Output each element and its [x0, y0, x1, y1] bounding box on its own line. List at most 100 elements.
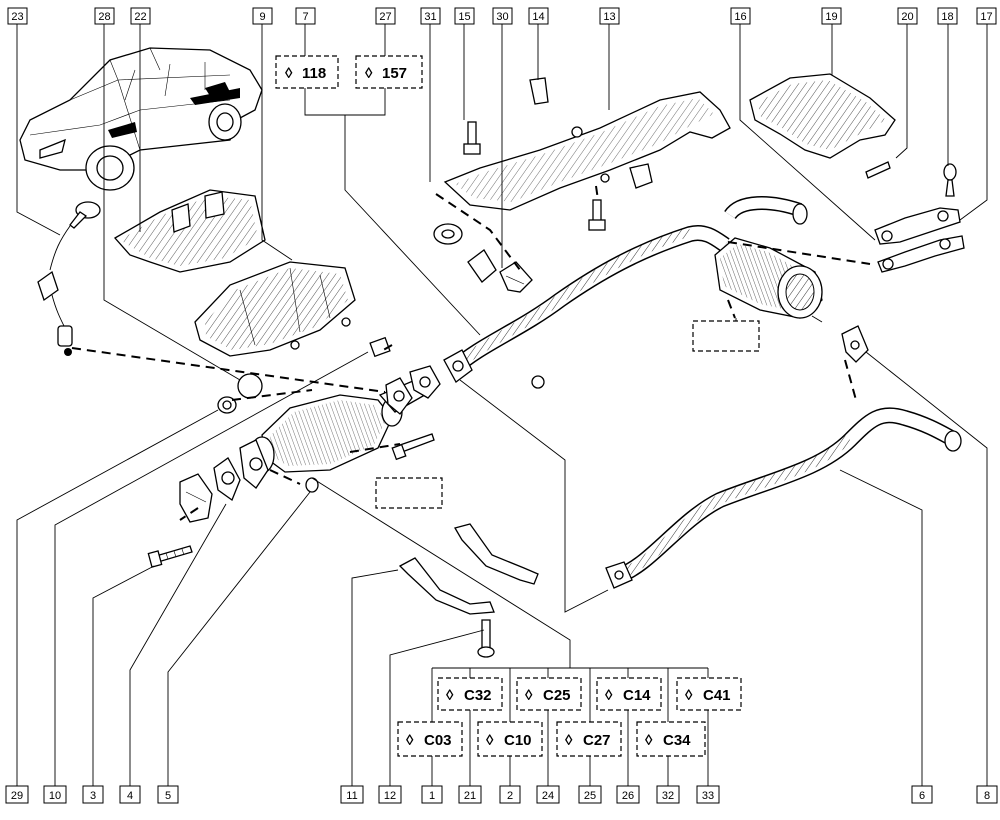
heat-shield-front	[113, 189, 266, 273]
svg-text:C25: C25	[543, 687, 571, 704]
svg-text:3: 3	[90, 790, 96, 802]
leader-lines	[16, 20, 988, 788]
pipe-clips	[433, 223, 533, 293]
svg-text:24: 24	[542, 790, 554, 802]
svg-text:28: 28	[98, 11, 110, 23]
svg-text:9: 9	[259, 11, 265, 23]
svg-text:◊: ◊	[645, 732, 653, 749]
svg-text:5: 5	[165, 790, 171, 802]
callout-14: 14	[528, 7, 549, 25]
code-box-c34: ◊ C34	[636, 721, 706, 757]
code-box-c41: ◊ C41	[676, 677, 742, 711]
shield-bolts	[463, 121, 606, 231]
svg-text:C10: C10	[504, 732, 532, 749]
fasteners	[217, 336, 435, 493]
svg-text:17: 17	[980, 11, 992, 23]
intermediate-pipe	[443, 225, 730, 389]
callout-6: 6	[911, 785, 933, 804]
callout-28: 28	[94, 7, 115, 25]
callout-13: 13	[599, 7, 620, 25]
svg-text:19: 19	[825, 11, 837, 23]
svg-text:◊: ◊	[565, 732, 573, 749]
callout-12: 12	[378, 785, 402, 804]
svg-text:8: 8	[984, 790, 990, 802]
callout-33: 33	[696, 785, 720, 804]
car-illustration	[19, 47, 263, 191]
svg-text:◊: ◊	[285, 65, 293, 82]
svg-text:32: 32	[662, 790, 674, 802]
svg-text:C32: C32	[464, 687, 492, 704]
svg-text:27: 27	[379, 11, 391, 23]
svg-text:21: 21	[464, 790, 476, 802]
oxygen-sensor	[37, 201, 101, 356]
svg-text:13: 13	[603, 11, 615, 23]
svg-text:C34: C34	[663, 732, 691, 749]
callout-10: 10	[43, 785, 67, 804]
svg-text:C27: C27	[583, 732, 611, 749]
shield-fasteners	[865, 161, 957, 197]
svg-text:◊: ◊	[605, 687, 613, 704]
callout-5: 5	[157, 785, 179, 804]
svg-text:4: 4	[127, 790, 133, 802]
callout-1: 1	[421, 785, 443, 804]
assembly-lines	[71, 185, 871, 521]
svg-text:12: 12	[384, 790, 396, 802]
svg-text:◊: ◊	[486, 732, 494, 749]
variant-box-empty-1	[375, 477, 443, 509]
clamp-bracket	[179, 473, 213, 523]
callout-21: 21	[458, 785, 482, 804]
hanger-brackets	[398, 523, 539, 658]
svg-text:22: 22	[134, 11, 146, 23]
svg-text:1: 1	[429, 790, 435, 802]
callout-7: 7	[295, 7, 316, 25]
callout-26: 26	[616, 785, 640, 804]
callout-17: 17	[976, 7, 997, 25]
callout-16: 16	[730, 7, 751, 25]
bolt	[147, 545, 193, 568]
callout-27: 27	[375, 7, 396, 25]
callout-15: 15	[454, 7, 475, 25]
callout-8: 8	[976, 785, 998, 804]
svg-text:30: 30	[496, 11, 508, 23]
svg-text:7: 7	[302, 11, 308, 23]
svg-text:C14: C14	[623, 687, 651, 704]
callout-31: 31	[420, 7, 441, 25]
callout-2: 2	[499, 785, 521, 804]
svg-text:C41: C41	[703, 687, 731, 704]
rubber-mount	[841, 325, 869, 363]
floor-heat-shield	[443, 77, 731, 211]
gaskets	[213, 365, 441, 502]
callout-23: 23	[7, 7, 28, 25]
svg-text:10: 10	[49, 790, 61, 802]
svg-text:31: 31	[424, 11, 436, 23]
code-box-c14: ◊ C14	[596, 677, 662, 711]
rear-silencer	[714, 196, 823, 323]
svg-text:◊: ◊	[446, 687, 454, 704]
svg-text:15: 15	[458, 11, 470, 23]
silencer-brackets	[874, 207, 965, 273]
svg-text:C03: C03	[424, 732, 452, 749]
callout-24: 24	[536, 785, 560, 804]
code-box-c32: ◊ C32	[437, 677, 503, 711]
svg-text:◊: ◊	[365, 65, 373, 82]
callout-29: 29	[5, 785, 29, 804]
callout-4: 4	[119, 785, 141, 804]
engine-variant-118: ◊ 118	[275, 55, 339, 89]
code-box-c03: ◊ C03	[397, 721, 463, 757]
svg-text:◊: ◊	[685, 687, 693, 704]
callout-9: 9	[252, 7, 273, 25]
callout-3: 3	[82, 785, 104, 804]
top-callouts: 23 28 22 9 7 27 31 15 30 14 13 16 19 20 …	[7, 7, 997, 25]
svg-text:20: 20	[901, 11, 913, 23]
svg-text:26: 26	[622, 790, 634, 802]
rear-heat-shield	[749, 73, 896, 159]
code-box-c25: ◊ C25	[516, 677, 582, 711]
svg-text:25: 25	[584, 790, 596, 802]
callout-11: 11	[340, 785, 364, 804]
svg-text:◊: ◊	[406, 732, 414, 749]
svg-text:◊: ◊	[525, 687, 533, 704]
callout-20: 20	[897, 7, 918, 25]
svg-text:2: 2	[507, 790, 513, 802]
svg-text:11: 11	[346, 790, 357, 802]
svg-text:29: 29	[11, 790, 23, 802]
